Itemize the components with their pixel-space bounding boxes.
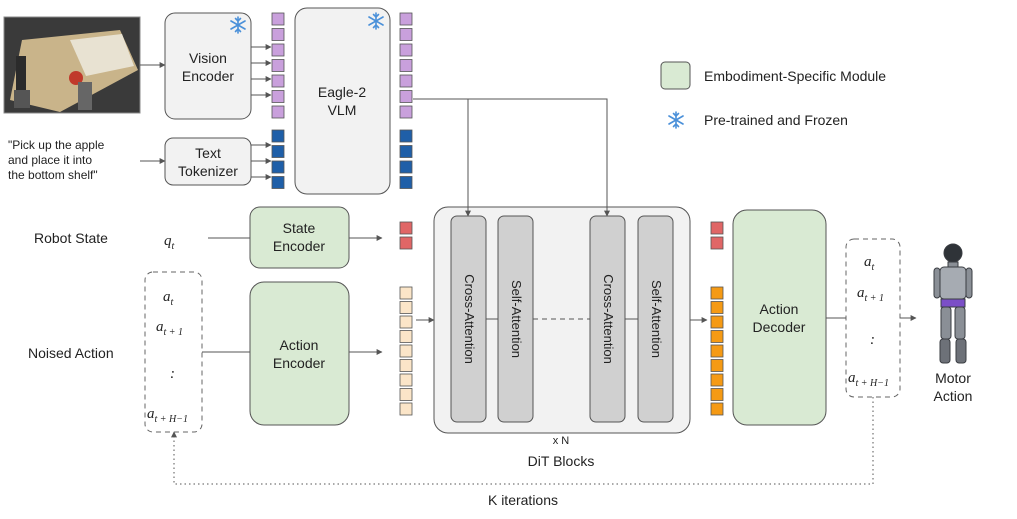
action-encoder-label-2: Encoder (273, 355, 325, 371)
vlm-label-2: VLM (328, 102, 357, 118)
text-token (271, 160, 285, 174)
vision-token (271, 59, 285, 72)
instruction-line-1: "Pick up the apple (8, 138, 105, 152)
action-encoder-label-1: Action (280, 337, 319, 353)
action-token-in (399, 301, 413, 314)
robot-camera-view-image (3, 16, 141, 114)
state-symbol: qt (164, 233, 175, 252)
text-tokenizer-label-2: Tokenizer (178, 163, 238, 179)
vlm-out-token (399, 105, 413, 119)
action-token-in (399, 402, 413, 416)
vision-token (271, 12, 285, 26)
k-iterations-loop-arrow (171, 397, 874, 485)
vlm-out-token (399, 74, 413, 88)
robot-state-label: Robot State (34, 230, 108, 246)
action-decoder-label-1: Action (760, 301, 799, 317)
instruction-text: "Pick up the apple and place it into the… (8, 138, 105, 182)
vlm-module (294, 7, 391, 195)
predicted-action-0: at (864, 254, 875, 273)
text-token (271, 176, 285, 189)
state-token-out (710, 221, 724, 235)
vlm-out-text-token (399, 145, 413, 158)
action-token-out (710, 330, 724, 343)
cross-attention-label-1: Cross-Attention (462, 274, 477, 364)
noised-action-ellipsis: : (170, 366, 175, 382)
vision-encoder-label-1: Vision (189, 50, 227, 66)
k-iterations-label: K iterations (488, 492, 558, 508)
noised-action-label: Noised Action (28, 345, 114, 361)
text-token (271, 129, 285, 143)
vlm-out-text-token (399, 129, 413, 143)
vlm-label-1: Eagle-2 (318, 84, 366, 100)
text-tokenizer-label-1: Text (195, 145, 221, 161)
action-token-in (399, 388, 413, 401)
action-token-in (399, 373, 413, 387)
arrow-vlm-to-cross-attention-1 (413, 98, 471, 217)
dit-attention-blocks: Cross-Attention Self-Attention Cross-Att… (450, 215, 674, 423)
legend-frozen-label: Pre-trained and Frozen (704, 112, 848, 128)
state-encoder-label-2: Encoder (273, 238, 325, 254)
predicted-action-last: at + H−1 (848, 370, 889, 389)
action-token-out (710, 344, 724, 358)
action-token-out (710, 301, 724, 314)
motor-action-label-2: Action (934, 388, 973, 404)
action-decoder-module (732, 209, 827, 426)
action-token-in (399, 344, 413, 358)
self-attention-label-2: Self-Attention (649, 280, 664, 358)
noised-action-last: at + H−1 (147, 406, 188, 425)
vision-token (271, 74, 285, 88)
vision-token (271, 43, 285, 57)
vlm-out-token (399, 28, 413, 41)
state-token-out (710, 236, 724, 250)
vlm-out-token (399, 59, 413, 72)
vlm-out-text-token (399, 160, 413, 174)
instruction-line-3: the bottom shelf" (8, 168, 98, 182)
action-token-out (710, 286, 724, 300)
self-attention-label-1: Self-Attention (509, 280, 524, 358)
repeat-label: x N (553, 435, 570, 447)
noised-action-0: at (163, 289, 174, 308)
state-encoder-label-1: State (283, 220, 316, 236)
vlm-out-token (399, 12, 413, 26)
vlm-out-token (399, 90, 413, 103)
cross-attention-label-2: Cross-Attention (601, 274, 616, 364)
vision-encoder-label-2: Encoder (182, 68, 234, 84)
predicted-action-1: at + 1 (857, 285, 884, 304)
flow-arrows (140, 44, 917, 485)
state-token (399, 221, 413, 235)
legend-embodiment-swatch (660, 61, 691, 90)
noised-action-box (144, 271, 203, 433)
vlm-out-token (399, 43, 413, 57)
legend-embodiment-label: Embodiment-Specific Module (704, 68, 886, 84)
motor-action-label-1: Motor (935, 370, 971, 386)
dit-blocks-title: DiT Blocks (528, 453, 595, 469)
vision-token (271, 28, 285, 41)
action-decoder-label-2: Decoder (753, 319, 806, 335)
predicted-action-ellipsis: : (870, 332, 875, 348)
action-token-out (710, 402, 724, 416)
action-token-out (710, 315, 724, 329)
vlm-out-text-token (399, 176, 413, 189)
vision-token (271, 105, 285, 119)
noised-action-1: at + 1 (156, 319, 183, 338)
humanoid-robot-image (933, 243, 973, 364)
vision-token (271, 90, 285, 103)
action-token-out (710, 373, 724, 387)
action-token-out (710, 359, 724, 372)
token-groups (271, 12, 724, 416)
action-token-out (710, 388, 724, 401)
state-token (399, 236, 413, 250)
action-token-in (399, 330, 413, 343)
action-token-in (399, 286, 413, 300)
action-encoder-module (249, 281, 350, 426)
text-token (271, 145, 285, 158)
instruction-line-2: and place it into (8, 153, 92, 167)
snowflake-icon (668, 111, 684, 129)
arrow-vlm-to-cross-attention-2 (468, 98, 610, 217)
action-token-in (399, 315, 413, 329)
action-token-in (399, 359, 413, 372)
